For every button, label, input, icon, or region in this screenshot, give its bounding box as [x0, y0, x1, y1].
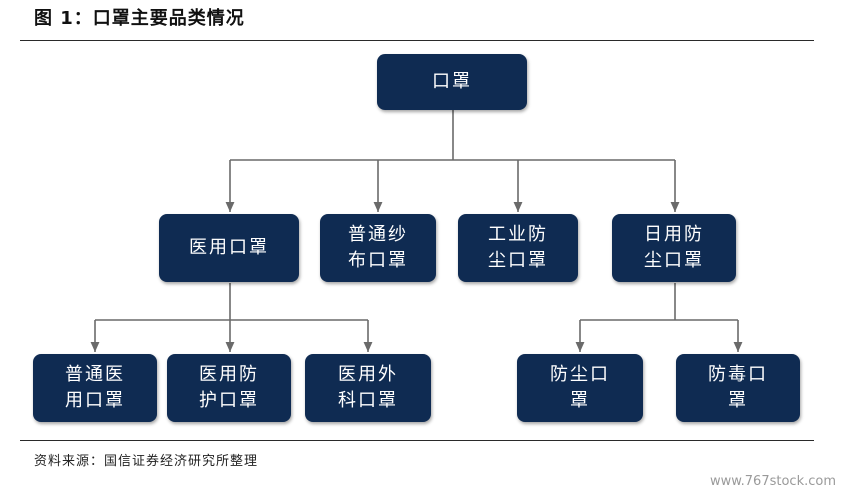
node-daily-toxic-line2: 罩 — [728, 390, 748, 411]
source-note: 资料来源：国信证券经济研究所整理 — [34, 454, 259, 469]
node-medical-protective-mask: 医用防 护口罩 — [167, 354, 291, 422]
node-gauze-line1: 普通纱 — [348, 224, 408, 245]
node-medical-protective-line2: 护口罩 — [199, 390, 259, 411]
node-medical-surgical-line2: 科口罩 — [338, 390, 398, 411]
node-medical-surgical-line1: 医用外 — [338, 364, 398, 385]
node-medical-normal-line2: 用口罩 — [65, 390, 125, 411]
node-medical-line1: 医用口罩 — [189, 237, 269, 258]
node-medical-normal-line1: 普通医 — [65, 364, 125, 385]
node-medical-surgical-mask: 医用外 科口罩 — [305, 354, 431, 422]
node-daily-mask: 日用防 尘口罩 — [612, 214, 736, 282]
node-daily-line1: 日用防 — [644, 224, 704, 245]
node-industrial-mask: 工业防 尘口罩 — [458, 214, 578, 282]
watermark: www.767stock.com — [709, 474, 836, 489]
node-industrial-line1: 工业防 — [488, 224, 548, 245]
node-daily-dust-mask: 防尘口 罩 — [517, 354, 643, 422]
node-medical-mask: 医用口罩 — [159, 214, 299, 282]
node-daily-dust-line1: 防尘口 — [550, 364, 610, 385]
node-industrial-line2: 尘口罩 — [488, 250, 548, 271]
figure-title: 图 1：口罩主要品类情况 — [34, 8, 245, 29]
node-daily-toxic-mask: 防毒口 罩 — [676, 354, 800, 422]
node-medical-normal-mask: 普通医 用口罩 — [33, 354, 157, 422]
node-medical-protective-line1: 医用防 — [199, 364, 259, 385]
node-root-label: 口罩 — [432, 71, 472, 92]
node-root-mask: 口罩 — [377, 54, 527, 110]
bottom-divider — [20, 440, 814, 441]
node-daily-toxic-line1: 防毒口 — [708, 364, 768, 385]
node-daily-dust-line2: 罩 — [570, 390, 590, 411]
top-divider — [20, 40, 814, 41]
node-gauze-mask: 普通纱 布口罩 — [320, 214, 436, 282]
node-gauze-line2: 布口罩 — [348, 250, 408, 271]
node-daily-line2: 尘口罩 — [644, 250, 704, 271]
